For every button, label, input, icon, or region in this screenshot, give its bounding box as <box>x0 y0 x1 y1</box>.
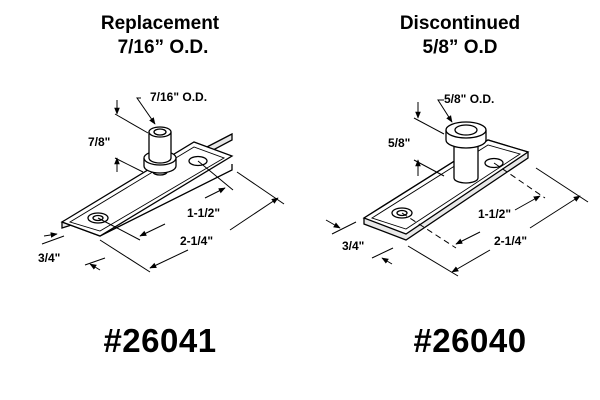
right-dimension-lines <box>325 99 589 277</box>
left-length-label: 2-1/4" <box>180 234 213 248</box>
left-pivot-plate <box>60 132 234 237</box>
right-pivot-plate <box>362 139 530 241</box>
left-od-label: 7/16" O.D. <box>150 90 207 104</box>
left-part-number: #26041 <box>103 322 217 359</box>
left-heading-od: 7/16” O.D. <box>117 37 209 58</box>
left-dimension-lines <box>41 97 285 273</box>
right-heading-title: Discontinued <box>399 13 521 34</box>
left-pivot-stud <box>143 126 177 176</box>
right-part-number: #26040 <box>413 322 527 359</box>
left-hole-spacing-label: 1-1/2" <box>187 206 220 220</box>
right-length-label: 2-1/4" <box>494 234 527 248</box>
right-pivot-stud <box>445 121 487 184</box>
right-width-label: 3/4" <box>342 239 364 253</box>
right-hole-spacing-label: 1-1/2" <box>478 207 511 221</box>
right-heading: Discontinued 5/8” O.D <box>360 12 560 60</box>
left-heading-title: Replacement <box>100 13 220 34</box>
left-heading: Replacement 7/16” O.D. <box>60 12 260 60</box>
right-height-label: 5/8" <box>388 136 410 150</box>
right-od-label: 5/8" O.D. <box>444 92 494 106</box>
left-height-label: 7/8" <box>88 135 110 149</box>
right-heading-od: 5/8” O.D <box>422 37 498 58</box>
left-width-label: 3/4" <box>38 251 60 265</box>
